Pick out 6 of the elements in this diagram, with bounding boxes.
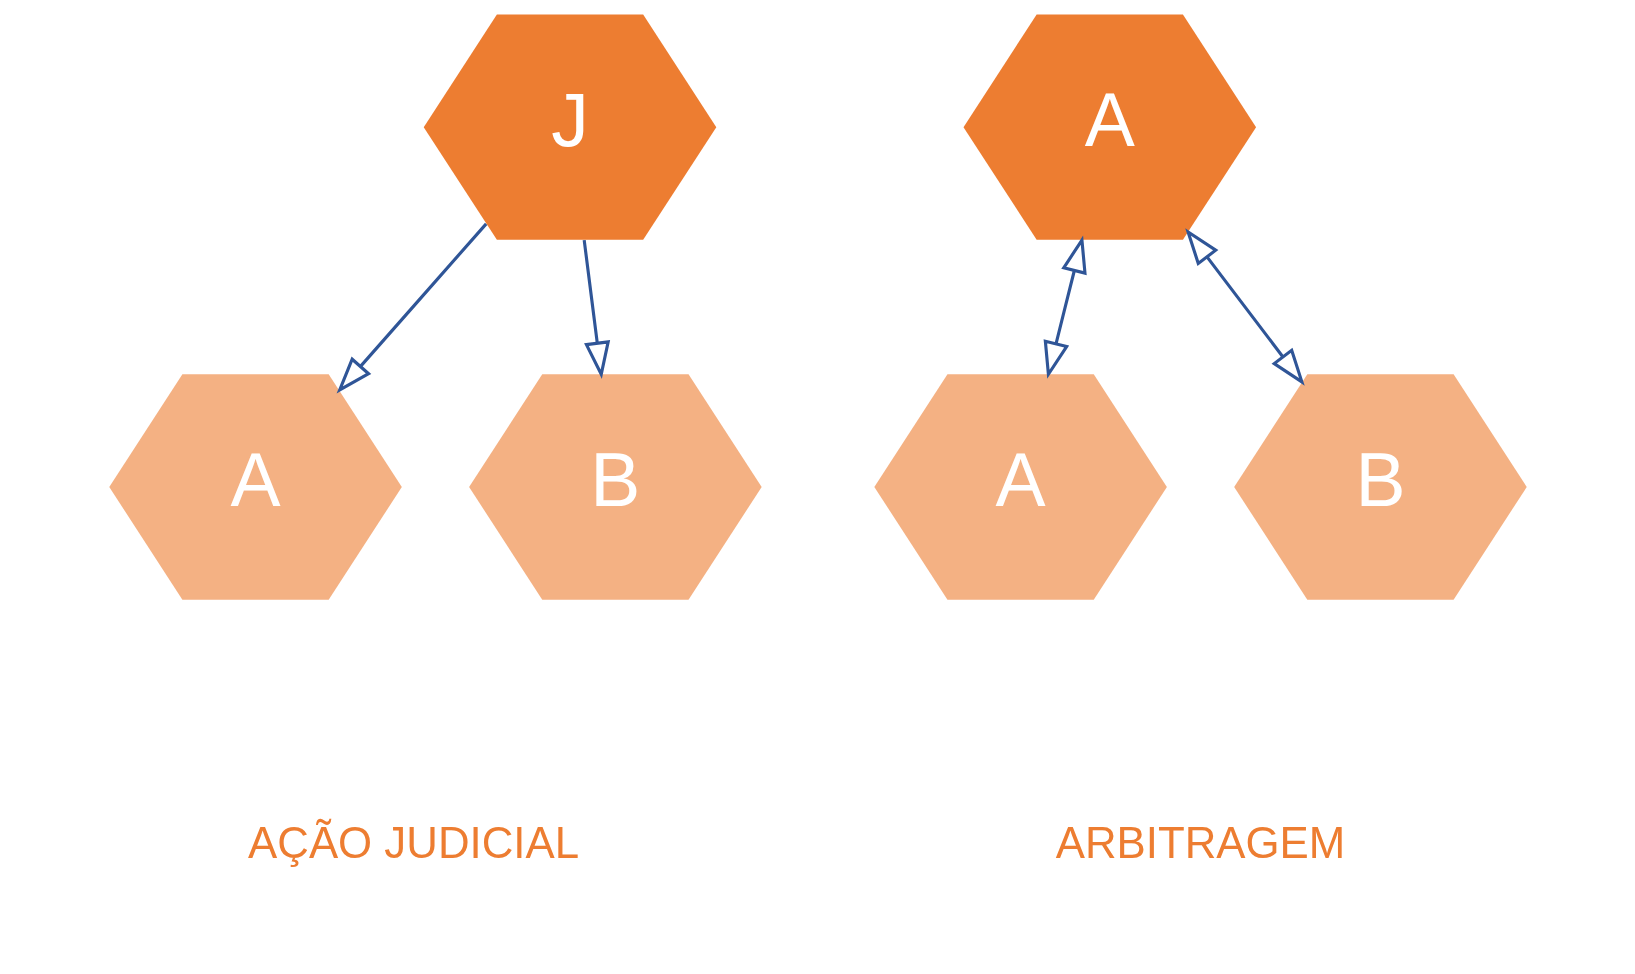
arrow — [336, 222, 487, 394]
label: ARBITRAGEM — [1055, 817, 1345, 867]
arrow — [582, 239, 610, 379]
label: AÇÃO JUDICIAL — [247, 817, 579, 867]
arrow — [1184, 228, 1305, 386]
arrow — [1043, 235, 1087, 379]
